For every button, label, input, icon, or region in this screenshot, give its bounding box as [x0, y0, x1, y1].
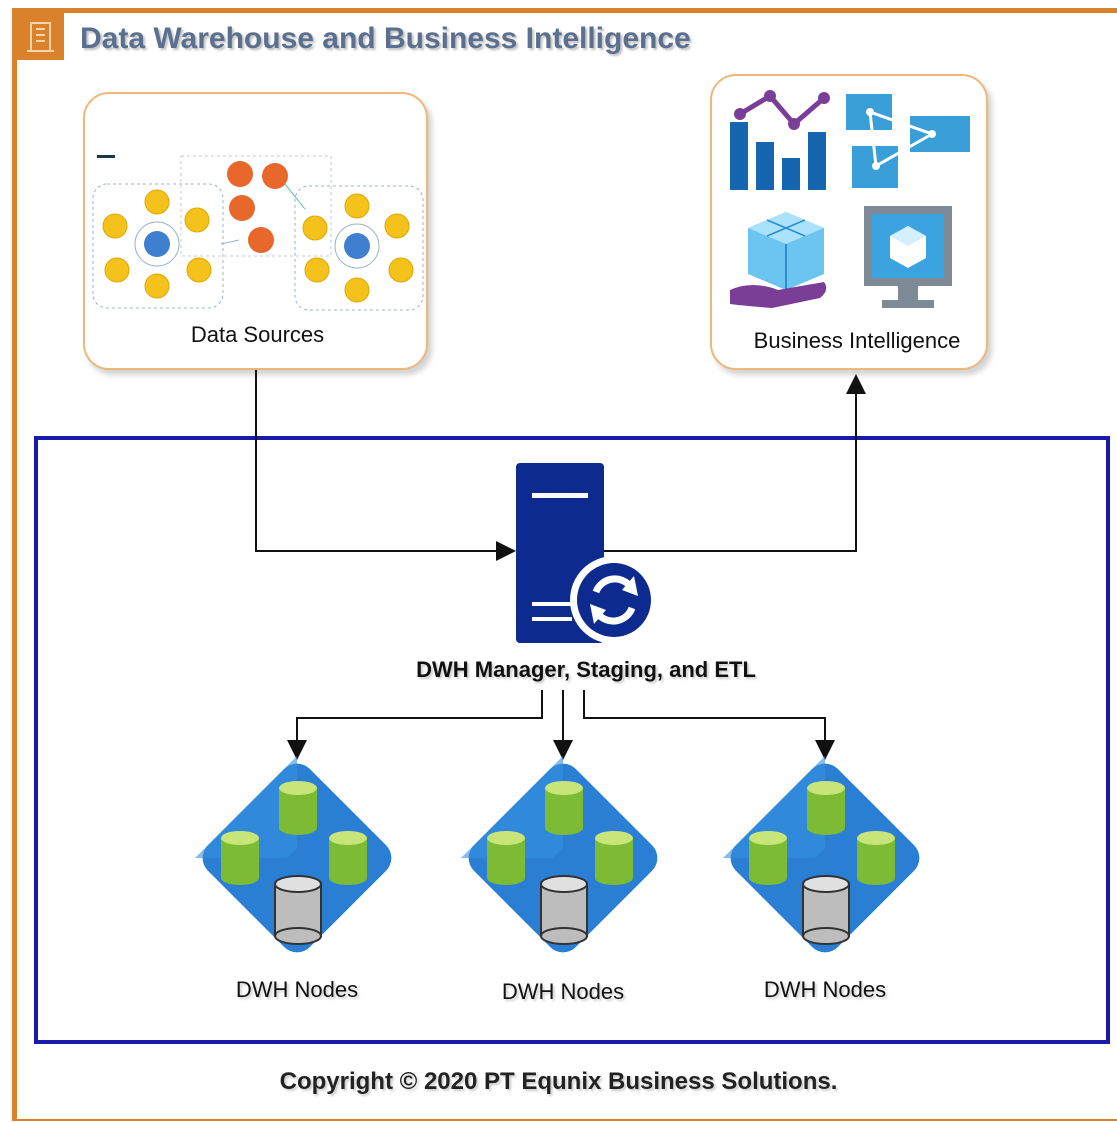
business-intelligence-label: Business Intelligence — [753, 328, 961, 353]
page-title: Data Warehouse and Business Intelligence — [80, 22, 691, 55]
data-sources-card[interactable]: Data Sources — [83, 92, 428, 370]
monitor-cube-icon — [864, 206, 952, 308]
dwh-node-label: DWH Nodes — [501, 979, 625, 1004]
cube-hand-icon — [730, 212, 827, 308]
network-diagram-thumbnail — [92, 155, 424, 311]
diagram-icon — [846, 94, 970, 188]
dwh-manager-label: DWH Manager, Staging, and ETL — [416, 657, 756, 682]
business-intelligence-card[interactable]: Business Intelligence — [710, 74, 988, 370]
dwh-node-label: DWH Nodes — [235, 977, 359, 1002]
dwh-node-icon[interactable] — [194, 755, 400, 961]
building-icon — [17, 13, 64, 60]
diagram-frame — [12, 8, 1117, 1121]
copyright-text: Copyright © 2020 PT Equnix Business Solu… — [279, 1068, 838, 1095]
data-sources-label: Data Sources — [190, 322, 325, 347]
analytics-chart-icon — [730, 90, 830, 190]
dwh-node-icon[interactable] — [722, 755, 928, 961]
dwh-node-label: DWH Nodes — [763, 977, 887, 1002]
dwh-node-icon[interactable] — [460, 755, 666, 961]
dwh-cluster-container — [34, 436, 1110, 1044]
